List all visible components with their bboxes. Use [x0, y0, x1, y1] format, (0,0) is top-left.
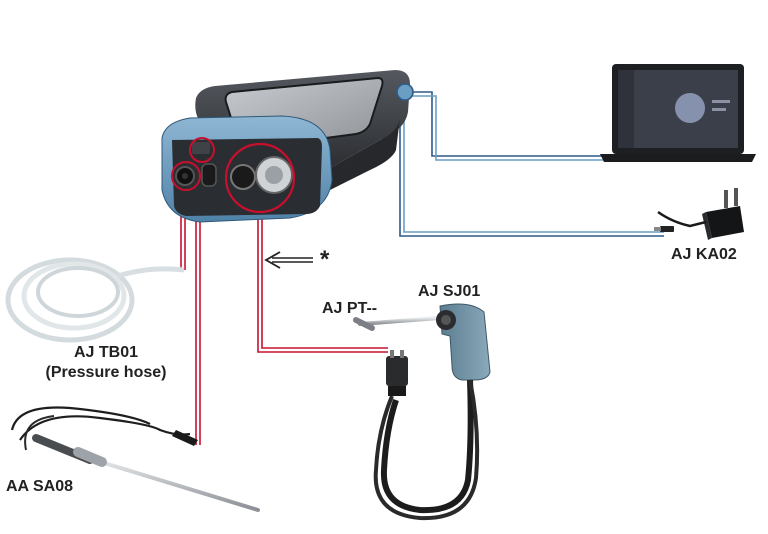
arrow-left-icon [264, 251, 313, 269]
pressure-hose-icon [5, 257, 185, 343]
power-adapter-icon [654, 188, 744, 240]
label-aj-tb01: AJ TB01 [73, 344, 139, 361]
analyzer-device-icon [161, 70, 414, 223]
temperature-probe-icon [10, 406, 260, 512]
flue-probe-connection-line [257, 210, 388, 353]
label-aj-pt: AJ PT-- [322, 300, 378, 317]
label-pressure-hose: (Pressure hose) [45, 364, 167, 381]
asterisk-note: * [320, 246, 330, 273]
label-aj-ka02: AJ KA02 [671, 246, 737, 263]
label-aj-sj01: AJ SJ01 [418, 283, 481, 300]
laptop-icon [600, 64, 756, 162]
laptop-connection-line [408, 91, 612, 161]
label-aa-sa08: AA SA08 [6, 478, 73, 495]
flue-probe-icon [353, 303, 491, 521]
adapter-connection-line [399, 100, 664, 237]
